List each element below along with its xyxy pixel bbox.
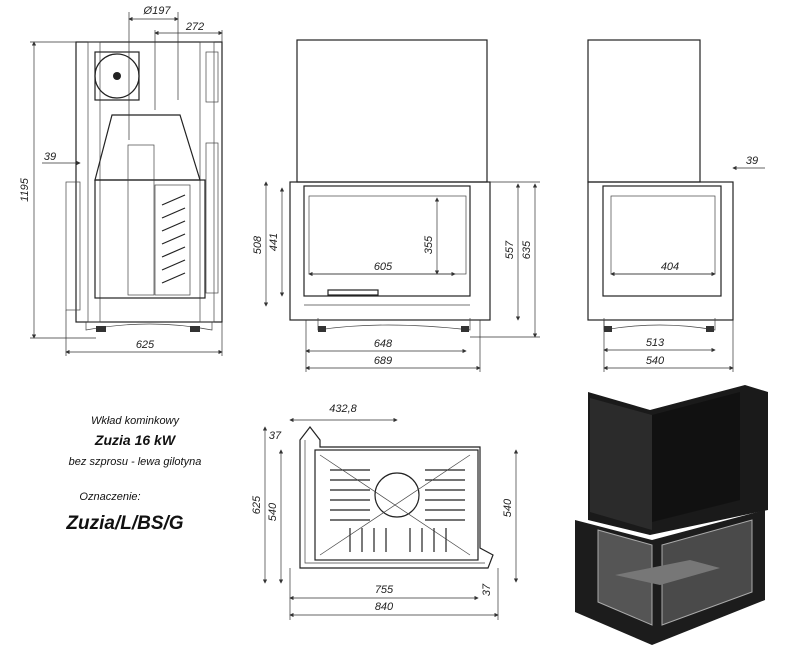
dim-frame-offset-top: 37	[269, 430, 282, 442]
dim-glass-height: 355	[423, 235, 435, 254]
dim-height: 1195	[19, 177, 31, 202]
dim-height-to-top: 635	[521, 240, 533, 259]
flue-circle	[94, 53, 140, 99]
dim-flue-offset: 272	[185, 21, 204, 33]
model-name: Zuzia 16 kW	[94, 432, 177, 448]
dim-door-height: 441	[268, 233, 280, 251]
dim-frame-offset-side: 37	[481, 583, 493, 596]
dim-door-depth-right: 39	[746, 155, 758, 167]
dim-flue-offset-plan: 432,8	[329, 403, 357, 415]
side-view-right: 39 404 513 540	[587, 39, 765, 372]
dim-depth: 625	[136, 339, 155, 351]
plan-view: 432,8 37 625 540 540 755 840 37	[251, 403, 519, 620]
dim-inner-width: 755	[375, 584, 394, 596]
dim-inner-depth-left: 540	[267, 502, 279, 521]
designation-label: Oznaczenie:	[79, 491, 140, 503]
flue-opening	[374, 472, 420, 518]
dim-glass-width-right: 404	[661, 261, 679, 273]
door-frame	[303, 185, 471, 297]
side-view-left: Ø197 272 1195 39 625	[19, 5, 223, 356]
dim-width: 689	[374, 355, 392, 367]
subtitle-top: Wkład kominkowy	[91, 415, 181, 427]
dim-depth-right: 540	[646, 355, 665, 367]
dim-door-depth: 39	[44, 151, 56, 163]
front-view: 508 441 355 605 557 635 648 689	[252, 39, 540, 372]
dim-height-to-frame: 557	[504, 240, 516, 259]
dim-glass-width: 605	[374, 261, 393, 273]
designation: Zuzia/L/BS/G	[65, 513, 183, 534]
dim-frame-height: 508	[252, 235, 264, 254]
dim-total-depth: 625	[251, 495, 263, 514]
fireplace-3d-render	[575, 385, 768, 645]
dim-flue-diameter: Ø197	[143, 5, 172, 17]
dim-inner-depth-right: 540	[502, 498, 514, 517]
dim-base-depth: 513	[646, 337, 665, 349]
variant: bez szprosu - lewa gilotyna	[69, 456, 202, 468]
title-block: Wkład kominkowy Zuzia 16 kW bez szprosu …	[65, 415, 201, 534]
dim-base-width: 648	[374, 338, 393, 350]
dim-total-width: 840	[375, 601, 394, 613]
